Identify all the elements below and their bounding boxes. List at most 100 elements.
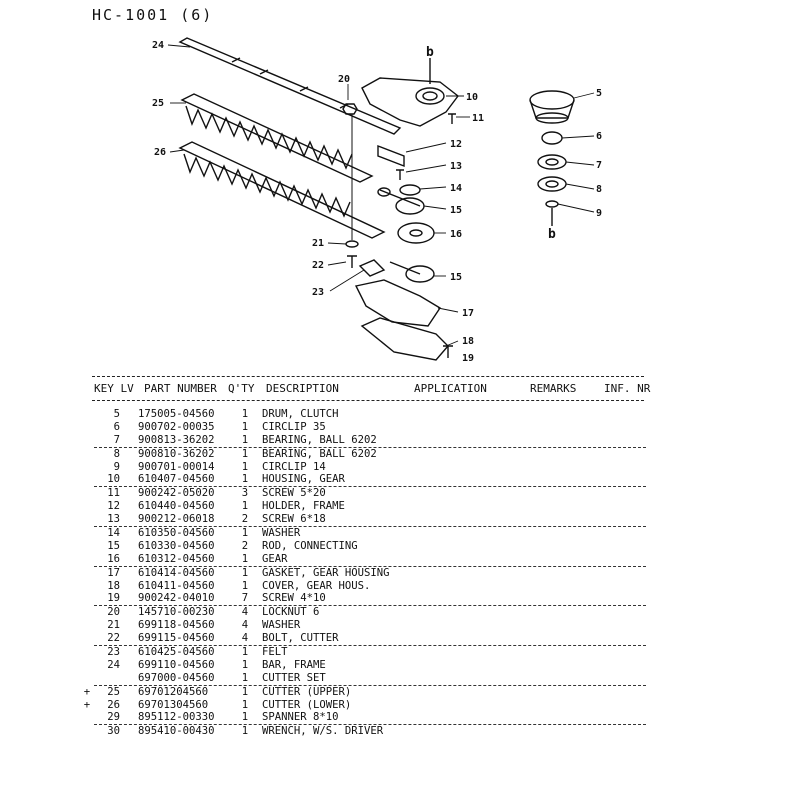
frame-bar (178, 37, 402, 135)
header-part: PART NUMBER (144, 382, 217, 395)
row-description: SCREW 4*10 (262, 592, 326, 605)
clutch-drum (529, 90, 575, 110)
callout-label: 24 (152, 40, 164, 51)
row-description: BOLT, CUTTER (262, 632, 339, 645)
callout-label: 13 (450, 161, 462, 172)
row-part-number: 900702-00035 (138, 420, 215, 433)
row-description: GEAR (262, 552, 288, 565)
row-qty: 1 (241, 420, 249, 433)
parts-table-header: KEY LV PART NUMBER Q'TY DESCRIPTION APPL… (94, 382, 650, 486)
row-key: 7 (113, 433, 120, 446)
row-qty: 1 (241, 711, 249, 724)
callout-label: 17 (462, 308, 474, 319)
row-part-number: 900212-06018 (138, 513, 215, 526)
row-key: 25 (107, 685, 120, 698)
row-qty: 1 (241, 566, 249, 579)
callout-label: 7 (596, 160, 602, 171)
row-part-number: 610440-04560 (138, 500, 215, 513)
row-part-number: 900242-05020 (138, 487, 215, 500)
callout-label: 10 (466, 92, 478, 103)
table-header-rule (92, 400, 644, 401)
row-part-number: 610312-04560 (138, 552, 215, 565)
row-key: 10 (107, 473, 120, 486)
row-description: CUTTER (LOWER) (262, 698, 352, 711)
callout-labels: 24 25 26 20 10 11 12 13 14 15 16 21 22 1… (152, 40, 602, 364)
row-key: 29 (107, 711, 120, 724)
row-key: 21 (107, 619, 120, 632)
row-key: 14 (107, 527, 120, 540)
row-part-number: 69701204560 (138, 685, 209, 698)
row-description: GASKET, GEAR HOUSING (262, 566, 390, 579)
lower-cutter (178, 141, 386, 239)
row-description: FELT (262, 646, 288, 659)
row-description: BEARING, BALL 6202 (262, 433, 377, 446)
row-qty: 1 (241, 473, 249, 486)
callout-label: 16 (450, 229, 462, 240)
header-qty: Q'TY (228, 382, 255, 395)
row-part-number: 895410-00430 (138, 725, 215, 738)
row-key: 20 (107, 606, 120, 619)
callout-label: 18 (462, 336, 474, 347)
row-key: 30 (107, 725, 120, 738)
row-qty: 4 (241, 619, 249, 632)
row-part-number: 175005-04560 (138, 408, 215, 420)
row-description: BEARING, BALL 6202 (262, 447, 377, 460)
connecting-rod-lower (389, 261, 421, 275)
row-key: 15 (107, 539, 120, 552)
row-description: SCREW 6*18 (262, 513, 326, 526)
row-part-number: 610425-04560 (138, 646, 215, 659)
row-qty: 1 (241, 658, 249, 671)
row-description: COVER, GEAR HOUS. (262, 579, 371, 592)
header-key: KEY LV (94, 382, 134, 395)
row-part-number: 610407-04560 (138, 473, 215, 486)
row-key: 5 (113, 408, 120, 420)
row-qty: 1 (241, 408, 249, 420)
gear (397, 222, 435, 244)
callout-label: 12 (450, 139, 462, 150)
row-qty: 1 (241, 579, 249, 592)
row-description: DRUM, CLUTCH (262, 408, 339, 420)
row-description: BAR, FRAME (262, 658, 326, 671)
gear-cover (360, 317, 449, 361)
row-part-number: 145710-00230 (138, 606, 215, 619)
row-key: 8 (113, 447, 120, 460)
frame-holder (377, 144, 405, 168)
row-mark: + (83, 698, 91, 711)
header-remarks: REMARKS (530, 382, 577, 395)
row-qty: 7 (241, 592, 249, 605)
reference-label: b (548, 227, 556, 242)
callout-label: 20 (338, 74, 350, 85)
row-key: 23 (107, 646, 120, 659)
callout-label: 21 (312, 238, 324, 249)
row-key: 22 (107, 632, 120, 645)
header-application: APPLICATION (414, 382, 487, 395)
row-part-number: 699110-04560 (138, 658, 215, 671)
washer (399, 184, 421, 196)
row-qty: 1 (241, 552, 249, 565)
row-part-number: 610411-04560 (138, 579, 215, 592)
exploded-parts-diagram: 24 25 26 20 10 11 12 13 14 15 16 21 22 1… (152, 37, 602, 364)
row-qty: 1 (241, 433, 249, 446)
callout-label: 15 (450, 272, 462, 283)
row-qty: 3 (241, 487, 249, 500)
callout-label: 14 (450, 183, 462, 194)
row-part-number: 610330-04560 (138, 539, 215, 552)
table-top-rule (92, 376, 644, 377)
row-part-number: 69701304560 (138, 698, 209, 711)
row-part-number: 610414-04560 (138, 566, 215, 579)
row-qty: 1 (241, 460, 249, 473)
